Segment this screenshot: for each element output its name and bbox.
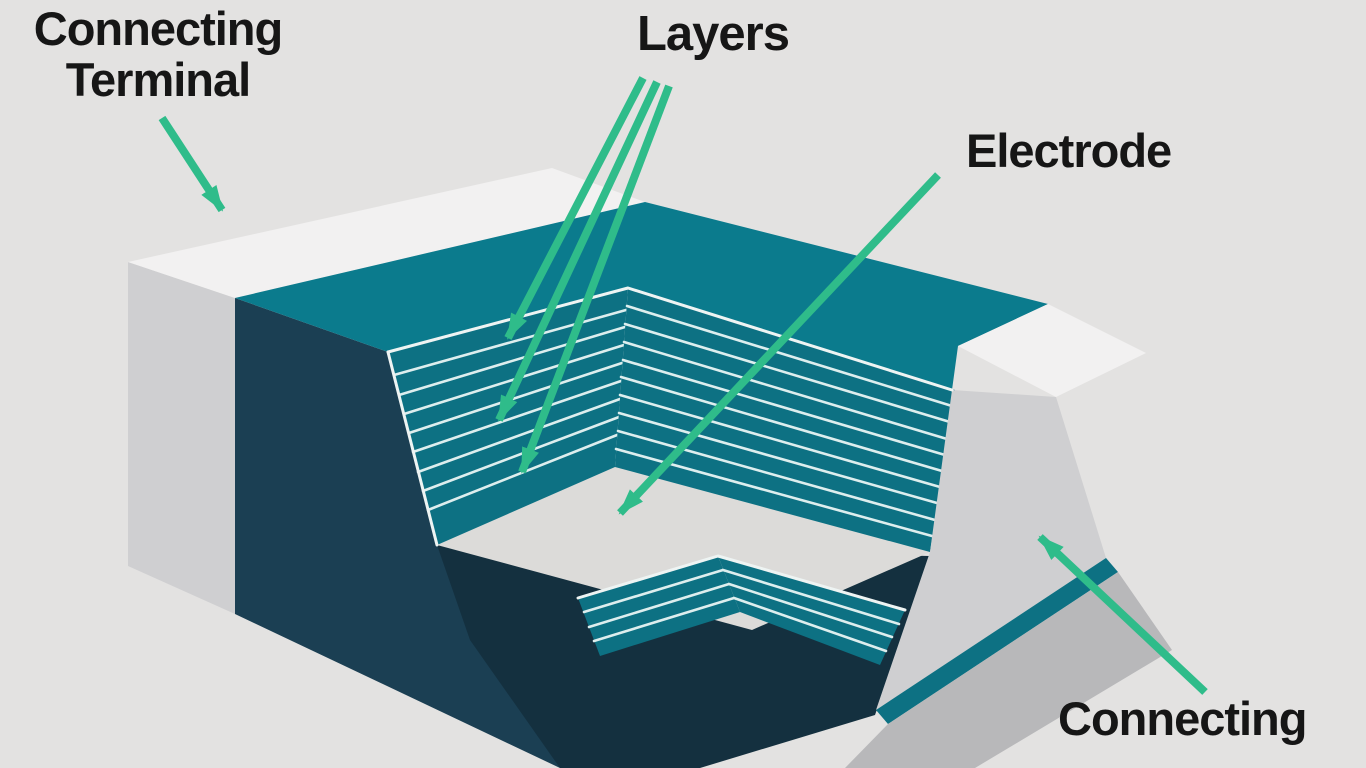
connecting-label: Connecting <box>1058 692 1307 745</box>
bottom-underside-face <box>845 572 1172 768</box>
connecting-terminal-label: Connecting Terminal <box>0 2 316 106</box>
left-terminal-top-face <box>128 168 645 298</box>
arrow-electrode <box>617 172 941 516</box>
layers-label: Layers <box>636 7 790 61</box>
connecting-terminal-label-line2: Terminal <box>65 52 251 106</box>
cutaway-right-layer-face <box>615 288 955 552</box>
layer-lines-step-left <box>582 568 736 643</box>
body-top-face <box>235 202 1048 390</box>
electrode-label: Electrode <box>966 124 1172 177</box>
cut-edge-highlight-step <box>576 554 907 612</box>
layer-lines-step-right <box>721 568 901 653</box>
bottom-edge-teal-strip <box>876 558 1118 724</box>
arrow-connecting <box>1037 534 1208 695</box>
arrow-layers-1 <box>504 76 647 340</box>
cut-edge-highlight-left <box>386 350 439 547</box>
right-terminal-top-face <box>958 304 1146 397</box>
arrow-connecting-terminal <box>158 115 226 213</box>
left-terminal-side-face <box>128 262 235 614</box>
layer-lines-right <box>614 304 954 538</box>
cut-edge-highlight-top <box>386 286 954 392</box>
connecting-terminal-label-line1: Connecting <box>33 2 283 55</box>
right-terminal-side-face <box>876 390 1106 710</box>
arrow-layers-2 <box>495 80 661 422</box>
arrow-layers-3 <box>518 84 673 474</box>
